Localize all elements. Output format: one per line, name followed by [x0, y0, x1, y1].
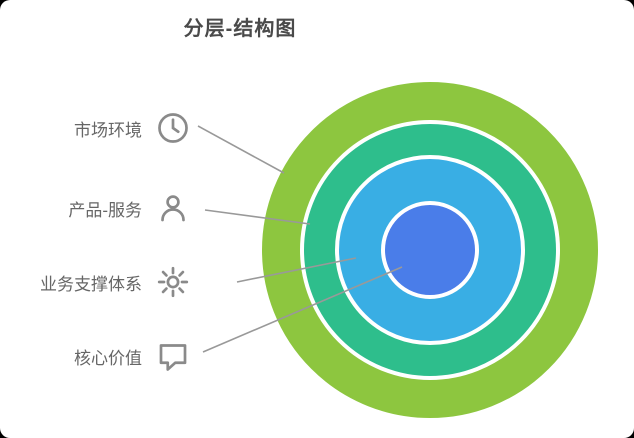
chat-icon — [154, 337, 192, 375]
person-icon — [154, 189, 192, 227]
label-row-outer-ring: 市场环境 — [6, 104, 192, 152]
label-text-third-ring: 业务支撑体系 — [40, 274, 142, 294]
label-text-outer-ring: 市场环境 — [74, 120, 142, 140]
center-core — [381, 201, 479, 299]
connector-line-center-core — [202, 266, 403, 353]
label-text-second-ring: 产品-服务 — [68, 200, 142, 220]
connector-line-outer-ring — [197, 125, 285, 174]
label-row-third-ring: 业务支撑体系 — [6, 258, 192, 306]
connector-line-second-ring — [204, 209, 311, 225]
gear-icon — [154, 263, 192, 301]
label-text-center-core: 核心价值 — [74, 348, 142, 368]
connector-line-third-ring — [236, 257, 357, 283]
label-row-second-ring: 产品-服务 — [6, 184, 192, 232]
clock-icon — [154, 109, 192, 147]
diagram-title: 分层-结构图 — [183, 18, 297, 40]
label-row-center-core: 核心价值 — [6, 332, 192, 380]
